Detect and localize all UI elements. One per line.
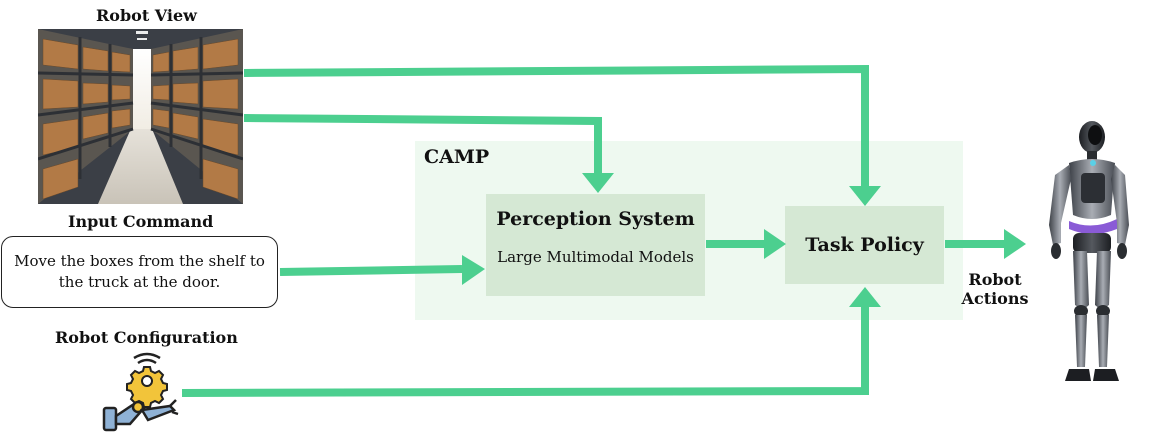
robot-arm-gear-icon [100,350,180,436]
arrow-command-to-perception [279,265,463,276]
input-command-box: Move the boxes from the shelf to the tru… [1,236,278,308]
camp-label: CAMP [424,146,490,168]
robot-view-label: Robot View [96,6,197,25]
arrowhead-perception-to-policy [764,229,786,259]
arrowhead-view-to-perception [582,173,614,193]
input-command-text: Move the boxes from the shelf to the tru… [14,252,265,291]
input-command-label: Input Command [68,212,214,231]
arrow-config-to-policy [181,305,869,397]
arrowhead-command-to-perception [462,255,485,285]
perception-system-title: Perception System [496,208,695,230]
robot-actions-label: Robot Actions [961,270,1029,308]
task-policy-box: Task Policy [785,206,944,284]
humanoid-robot-image [1025,115,1140,394]
arrow-view-to-perception [243,114,602,175]
warehouse-aisle-image [38,29,243,204]
perception-system-box: Perception System Large Multimodal Model… [486,194,705,296]
perception-system-subtitle: Large Multimodal Models [497,248,694,266]
task-policy-title: Task Policy [805,234,924,256]
arrowhead-config-to-policy [849,287,881,307]
arrow-view-to-policy [243,64,869,188]
arrowhead-policy-to-actions [1004,229,1026,259]
arrowhead-view-to-policy [849,186,881,206]
robot-configuration-label: Robot Configuration [55,328,238,347]
